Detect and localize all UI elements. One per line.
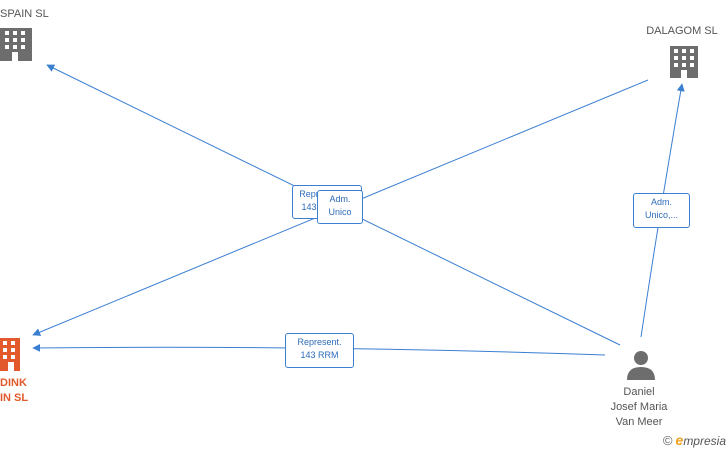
copyright-symbol: © xyxy=(662,432,673,448)
person-name-line3: Van Meer xyxy=(615,416,663,428)
building-icon-highlighted xyxy=(0,338,20,371)
edge-label-line1: Repr xyxy=(299,189,319,199)
node-label-spain-sl[interactable]: SPAIN SL xyxy=(0,8,49,20)
person-name-line2: Josef Maria xyxy=(610,401,668,413)
brand-watermark: © empresia xyxy=(663,432,726,448)
edge-label-line1: Represent. xyxy=(297,337,342,347)
node-label-person[interactable]: Daniel Josef Maria Van Meer xyxy=(596,385,682,430)
node-label-dink-line1[interactable]: DINK xyxy=(0,377,27,389)
person-name-line1: Daniel xyxy=(623,386,655,398)
brand-logo: empresia xyxy=(675,432,726,448)
edge-label-line1: Adm. xyxy=(650,197,672,207)
edge-label-line2: Unico xyxy=(328,207,352,217)
edge-label-right[interactable]: Adm. Unico,... xyxy=(633,193,690,228)
edge-label-line2: Unico,... xyxy=(644,210,678,220)
edge-label-bottom[interactable]: Represent. 143 RRM xyxy=(285,333,354,368)
node-label-dalagom[interactable]: DALAGOM SL xyxy=(646,25,718,37)
building-icon xyxy=(0,28,32,61)
edge-label-center[interactable]: Adm. Unico xyxy=(317,190,363,224)
edge-label-line2: 143 xyxy=(301,202,317,212)
building-icon xyxy=(670,46,698,78)
person-icon xyxy=(627,351,655,380)
edge-label-line2: 143 RRM xyxy=(300,350,339,360)
edge-label-line1: Adm. xyxy=(329,194,351,204)
node-label-dink-line2[interactable]: IN SL xyxy=(0,392,29,404)
